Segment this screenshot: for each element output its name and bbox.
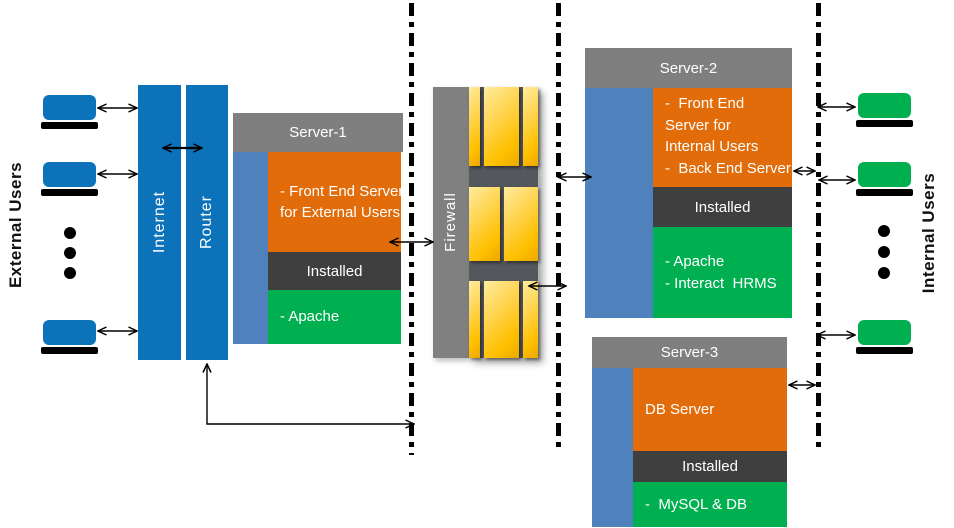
security-boundary-line-middle — [556, 3, 561, 447]
server-2-software-line: - Interact HRMS — [665, 274, 777, 292]
brick-icon — [469, 281, 480, 358]
server-2-header: Server-2 — [585, 48, 792, 88]
server-2-installed-section: Installed — [653, 187, 792, 227]
internal-user-laptop-icon — [856, 162, 914, 196]
brick-icon — [504, 187, 538, 261]
server-2-role-section: - Front End Server for Internal Users - … — [653, 88, 792, 187]
server-2-software-line: - Apache — [665, 253, 725, 270]
server-3-side-panel — [592, 368, 633, 527]
external-user-laptop-icon — [41, 95, 99, 129]
laptop-base — [856, 347, 913, 354]
server-2-role-line: Server for — [665, 116, 731, 134]
firewall-bar — [433, 87, 469, 358]
server-2-role-line: - Back End Server — [665, 159, 791, 177]
brick-icon — [484, 87, 519, 166]
server-2-software-section: - Apache - Interact HRMS — [653, 227, 792, 318]
external-users-label: External Users — [6, 161, 25, 289]
server-3-header: Server-3 — [592, 337, 787, 368]
laptop-screen — [43, 320, 96, 345]
server-3-software-line: - MySQL & DB — [645, 495, 747, 513]
server-1-software-section: - Apache — [268, 290, 401, 344]
server-1-software-line: - Apache — [280, 308, 340, 326]
security-boundary-line-right — [816, 3, 821, 447]
server-1-name: Server-1 — [289, 124, 347, 141]
server-1-side-panel — [233, 152, 268, 344]
external-user-laptop-icon — [41, 320, 99, 354]
server-2-installed-label: Installed — [694, 198, 751, 216]
server-2-role-line: Internal Users — [665, 138, 759, 155]
server-1-role-section: - Front End Server for External Users — [268, 152, 404, 252]
server-3-software-section: - MySQL & DB — [633, 482, 787, 527]
internal-user-laptop-icon — [856, 320, 914, 354]
dot — [878, 267, 890, 279]
laptop-screen — [43, 162, 96, 187]
laptop-base — [856, 189, 913, 196]
firewall-label: Firewall — [442, 192, 459, 252]
internal-user-laptop-icon — [856, 93, 914, 127]
server-2-name: Server-2 — [659, 59, 718, 77]
internet-label: Internet — [151, 190, 168, 254]
dot — [64, 247, 76, 259]
router-bar — [186, 85, 228, 360]
brick-icon — [484, 281, 519, 358]
server-1-header: Server-1 — [233, 113, 403, 152]
laptop-screen — [43, 95, 96, 120]
security-boundary-line-left — [409, 3, 414, 455]
laptop-base — [41, 347, 98, 354]
dot — [64, 267, 76, 279]
brick-row — [469, 87, 538, 166]
router-label: Router — [198, 194, 215, 250]
dot — [878, 246, 890, 258]
dot — [64, 227, 76, 239]
laptop-screen — [858, 93, 911, 118]
internal-users-label: Internal Users — [919, 172, 938, 294]
laptop-base — [41, 122, 98, 129]
server-1-installed-label: Installed — [306, 262, 363, 280]
arrow-router-dmz-elbow — [207, 364, 414, 424]
server-3-role-line: DB Server — [645, 400, 715, 418]
laptop-screen — [858, 162, 911, 187]
server-3-installed-section: Installed — [633, 451, 787, 482]
server-1-installed-section: Installed — [268, 252, 401, 290]
brick-row — [469, 187, 538, 261]
laptop-base — [856, 120, 913, 127]
server-3-name: Server-3 — [660, 344, 719, 361]
dot — [878, 225, 890, 237]
server-1-role-line: for External Users — [280, 204, 401, 221]
server-3-installed-label: Installed — [682, 458, 738, 475]
brick-icon — [469, 187, 500, 261]
brick-icon — [523, 87, 538, 166]
server-2-role-line: - Front End — [665, 95, 745, 112]
brick-icon — [469, 87, 480, 166]
brick-icon — [523, 281, 538, 358]
server-1-role-line: - Front End Server — [280, 182, 404, 200]
internet-bar — [138, 85, 181, 360]
server-3-role-section: DB Server — [633, 368, 787, 451]
external-user-laptop-icon — [41, 162, 99, 196]
brick-row — [469, 281, 538, 358]
server-2-side-panel — [585, 88, 653, 318]
laptop-screen — [858, 320, 911, 345]
firewall-brick-wall — [469, 87, 538, 358]
laptop-base — [41, 189, 98, 196]
